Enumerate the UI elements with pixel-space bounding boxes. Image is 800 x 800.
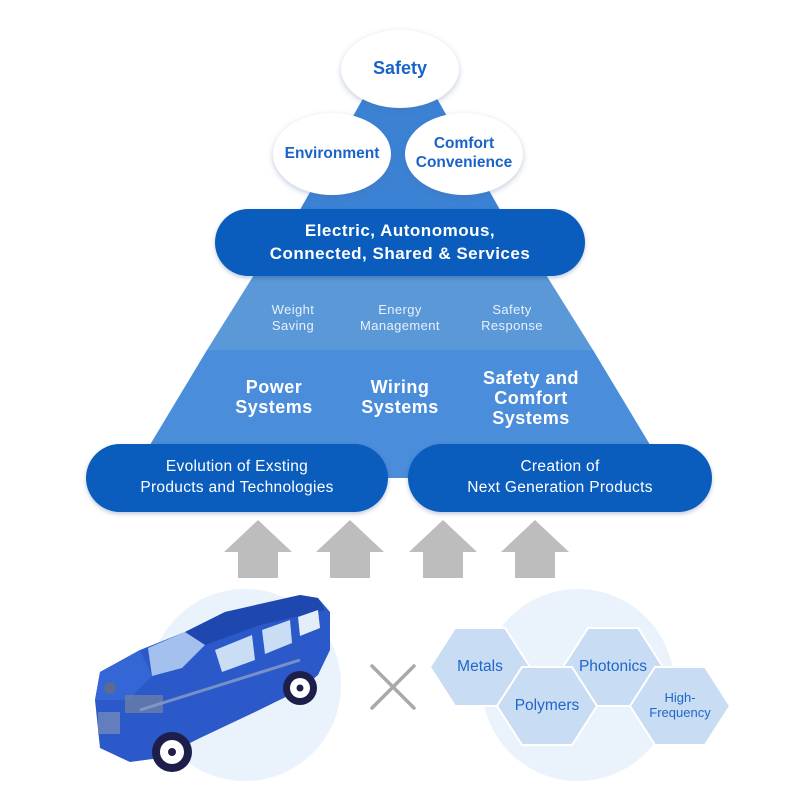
theme-label-line1: Weight bbox=[271, 302, 315, 318]
system-wiring: Wiring Systems bbox=[345, 372, 455, 422]
theme-energy-management: Energy Management bbox=[340, 298, 460, 338]
system-label-line: Safety and bbox=[482, 367, 580, 388]
technology-high-frequency: High- Frequency bbox=[630, 686, 730, 726]
value-comfort-label: Comfort bbox=[433, 135, 495, 153]
system-label-line: Comfort bbox=[494, 387, 568, 408]
hexagon-high-frequency bbox=[628, 666, 732, 746]
technology-label: Polymers bbox=[514, 697, 580, 715]
up-arrow-icon bbox=[409, 520, 477, 578]
foundation-label-line1: Evolution of Exsting bbox=[165, 458, 309, 476]
value-environment-label: Environment bbox=[284, 144, 380, 162]
technology-polymers: Polymers bbox=[497, 691, 597, 721]
system-label-line: Systems bbox=[235, 397, 313, 417]
foundation-label-line2: Next Generation Products bbox=[467, 479, 653, 496]
hexagon-polymers bbox=[495, 666, 599, 746]
value-safety: Safety bbox=[341, 30, 459, 108]
pyramid-tier-values bbox=[280, 95, 520, 245]
value-convenience-label: Convenience bbox=[415, 154, 513, 171]
theme-label-line2: Management bbox=[360, 318, 440, 333]
mobility-trends-line1: Electric, Autonomous, bbox=[304, 221, 496, 241]
system-power: Power Systems bbox=[222, 372, 326, 422]
foundation-evolution: Evolution of Exsting Products and Techno… bbox=[86, 444, 388, 512]
car-cutaway-icon bbox=[95, 595, 330, 772]
theme-label-line2: Saving bbox=[271, 318, 315, 333]
theme-label-line1: Energy bbox=[378, 302, 422, 318]
foundation-label-line1: Creation of bbox=[520, 458, 600, 476]
value-comfort-convenience: Comfort Convenience bbox=[405, 113, 523, 195]
foundation-creation: Creation of Next Generation Products bbox=[408, 444, 712, 512]
mobility-trends-banner: Electric, Autonomous, Connected, Shared … bbox=[215, 209, 585, 276]
mobility-trends-line2: Connected, Shared & Services bbox=[269, 243, 531, 263]
foundation-label-line2: Products and Technologies bbox=[140, 479, 334, 496]
technology-label-line1: High- bbox=[664, 690, 696, 706]
multiply-icon bbox=[370, 664, 416, 710]
technology-photonics: Photonics bbox=[561, 652, 665, 682]
theme-label-line1: Safety bbox=[492, 302, 532, 318]
system-label-line: Systems bbox=[492, 408, 570, 429]
value-environment: Environment bbox=[273, 113, 391, 195]
system-label-line: Wiring bbox=[370, 376, 430, 397]
technology-label: Metals bbox=[457, 658, 503, 676]
theme-weight-saving: Weight Saving bbox=[243, 298, 343, 338]
up-arrow-icon bbox=[316, 520, 384, 578]
technology-label-line2: Frequency bbox=[649, 705, 711, 720]
pyramid-tier-themes bbox=[207, 262, 593, 350]
value-safety-label: Safety bbox=[372, 58, 428, 79]
system-label-line: Systems bbox=[361, 397, 439, 417]
up-arrow-icon bbox=[224, 520, 292, 578]
technology-metals: Metals bbox=[430, 652, 530, 682]
theme-safety-response: Safety Response bbox=[462, 298, 562, 338]
system-safety-comfort: Safety and Comfort Systems bbox=[465, 365, 597, 431]
system-label-line: Power bbox=[245, 376, 303, 397]
technology-label: Photonics bbox=[578, 658, 648, 676]
theme-label-line2: Response bbox=[481, 318, 543, 333]
up-arrow-icon bbox=[501, 520, 569, 578]
